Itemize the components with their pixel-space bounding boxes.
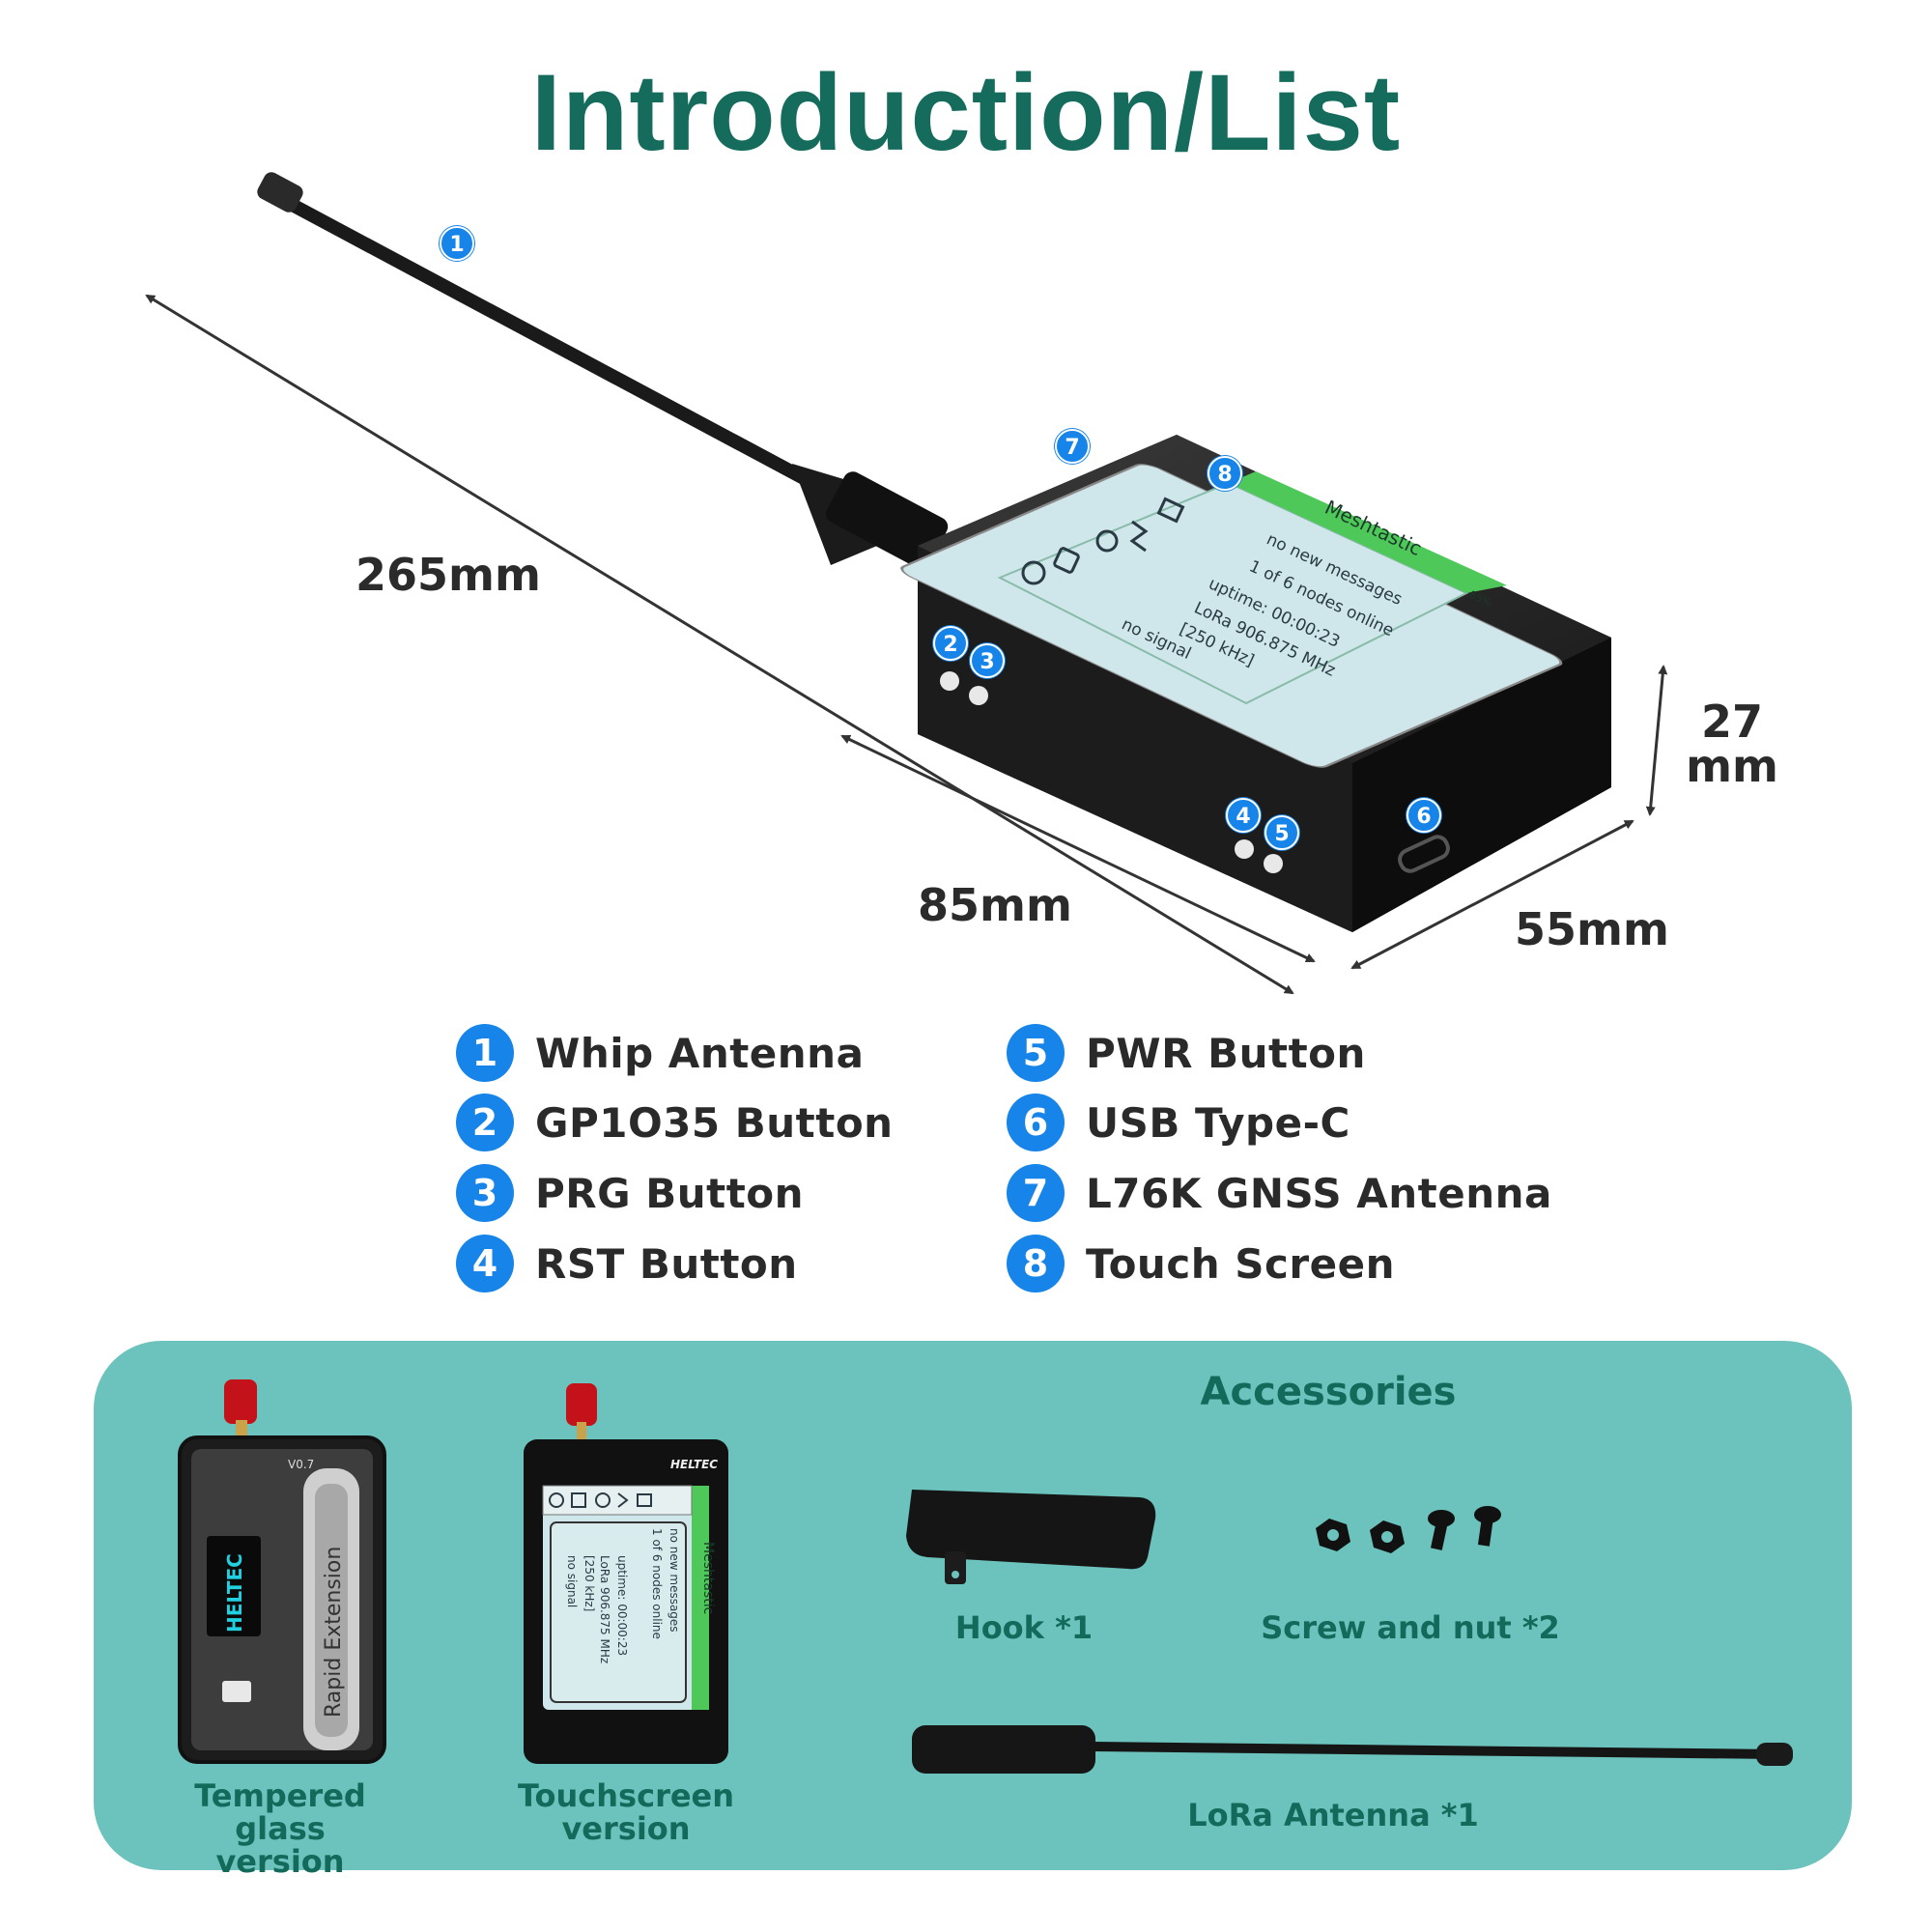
rst-button [1235,839,1254,859]
legend-number: 2 [456,1094,514,1151]
legend-label: PWR Button [1086,1029,1366,1077]
bluetooth-icon [1129,520,1149,553]
legend-item-usb-type-c: 6 USB Type-C [1007,1092,1350,1153]
callout-7: 7 [1055,429,1090,464]
callout-1: 1 [440,226,474,261]
bluetooth-icon [617,1492,629,1508]
screws-and-nuts [1316,1506,1501,1553]
tempered-glass-device: HELTEC V0.7 Rapid Extension [178,1379,386,1764]
touch-screen-line-5: [250 kHz] [582,1555,596,1611]
glass-rev: V0.7 [288,1458,314,1471]
touch-logo: HELTEC [670,1458,718,1471]
screws-caption: Screw and nut *2 [1261,1609,1560,1646]
dimension-line-length [840,734,1316,963]
belt-hook [906,1490,1156,1584]
callout-4: 4 [1226,798,1261,833]
touchscreen-caption: Touchscreen version [491,1779,761,1845]
tempered-glass-caption-line2: version [215,1843,345,1880]
callout-3: 3 [970,643,1005,678]
legend-number: 3 [456,1164,514,1222]
legend-label: L76K GNSS Antenna [1086,1169,1552,1217]
lora-antenna-caption: LoRa Antenna *1 [1187,1797,1479,1833]
legend-number: 7 [1007,1164,1065,1222]
accessories-title: Accessories [1200,1370,1457,1414]
glass-logo: HELTEC [223,1553,246,1633]
legend-item-prg-button: 3 PRG Button [456,1162,804,1224]
legend-item-rst-button: 4 RST Button [456,1233,798,1294]
lora-antenna [912,1725,1793,1774]
touch-screen-line-2: 1 of 6 nodes online [650,1528,664,1639]
settings-icon [549,1492,564,1508]
settings-icon [1021,560,1046,585]
whip-antenna [257,172,949,569]
dimension-height-value: 27 [1700,696,1763,748]
page-title: Introduction/List [530,52,1402,173]
tempered-glass-caption-line1: Tempered glass [194,1777,366,1847]
dimension-height-unit: mm [1686,740,1778,792]
legend-label: RST Button [535,1239,798,1288]
dimension-line-height [1645,665,1668,816]
nodes-icon [1053,547,1080,574]
nodes-icon [571,1492,586,1508]
hook-caption: Hook *1 [954,1609,1094,1646]
message-icon [637,1493,652,1507]
callout-8: 8 [1208,456,1242,491]
touch-screen-brand: Meshtastic [700,1542,716,1614]
legend-label: USB Type-C [1086,1098,1350,1147]
dimension-line-width [1350,819,1634,970]
legend-number: 5 [1007,1024,1065,1082]
glass-board-text: Rapid Extension [322,1547,346,1718]
touch-screen-line-4: LoRa 906.875 MHz [598,1555,611,1663]
position-icon [1095,529,1119,553]
callout-5: 5 [1264,815,1299,850]
touchscreen-device: HELTEC no new messages 1 of 6 nodes onli… [524,1383,728,1764]
touchscreen-caption-line2: version [561,1810,691,1847]
accessories-panel [94,1341,1852,1870]
tempered-glass-caption: Tempered glass version [145,1779,415,1878]
legend-label: PRG Button [535,1169,805,1217]
prg-button [969,686,988,705]
legend-label: GP1O35 Button [535,1098,894,1147]
legend-number: 8 [1007,1235,1065,1293]
callout-6: 6 [1406,798,1441,833]
touch-screen-line-1: no new messages [668,1528,681,1633]
message-icon [1156,497,1185,524]
legend-number: 1 [456,1024,514,1082]
touch-screen-line-3: uptime: 00:00:23 [615,1555,629,1656]
dimension-length: 85mm [918,879,1072,931]
pwr-button [1264,854,1283,873]
legend-item-touch-screen: 8 Touch Screen [1007,1233,1395,1294]
callout-2: 2 [933,626,968,661]
dimension-width: 55mm [1515,903,1669,955]
gpio35-button [940,671,959,691]
legend-label: Touch Screen [1086,1239,1395,1288]
legend-item-gpio35-button: 2 GP1O35 Button [456,1092,894,1153]
usb-c-port [1398,835,1450,873]
legend-number: 6 [1007,1094,1065,1151]
dimension-height: 27 mm [1679,699,1785,788]
legend-item-whip-antenna: 1 Whip Antenna [456,1022,864,1084]
position-icon [595,1492,611,1508]
legend-item-gnss-antenna: 7 L76K GNSS Antenna [1007,1162,1552,1224]
legend-item-pwr-button: 5 PWR Button [1007,1022,1366,1084]
touchscreen-caption-line1: Touchscreen [517,1777,735,1814]
touch-screen-line-6: no signal [565,1555,579,1607]
dimension-total-length: 265mm [355,549,541,601]
legend-label: Whip Antenna [535,1029,865,1077]
legend-number: 4 [456,1235,514,1293]
